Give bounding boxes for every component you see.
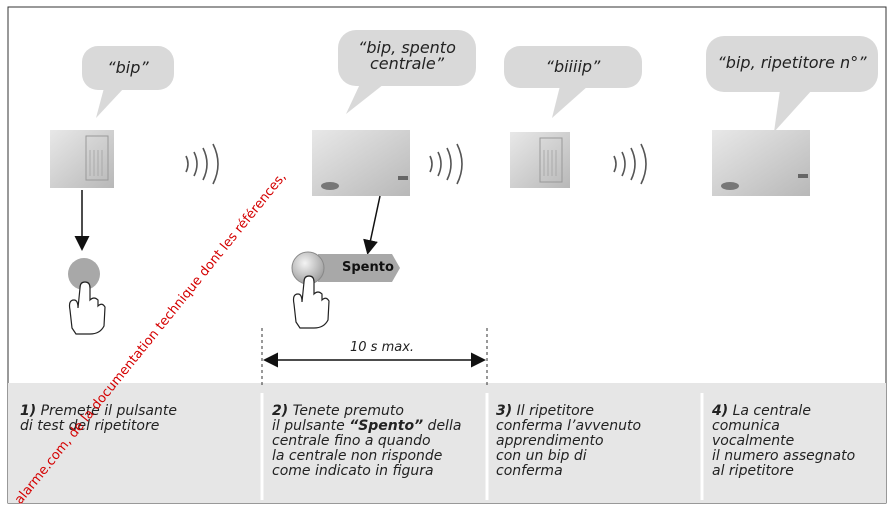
repeater-device-1 [50,130,114,188]
signal-waves-2 [429,143,463,185]
step-4-text: La centrale comunica vocalmente il numer… [712,403,856,479]
control-unit-device-2 [712,130,810,196]
signal-waves-3 [613,143,647,185]
step-3-number: 3) [496,403,513,419]
spento-label: Spento [342,260,394,275]
control-unit-device [312,130,410,196]
arrow-to-spento-button [363,195,381,255]
caption-band [8,383,886,503]
step-3-caption: 3) Il ripetitore conferma l’avvenuto app… [496,404,700,479]
bubble-text-2: “bip, spento centrale” [358,38,456,73]
step-2-text: Tenete premuto il pulsante [272,403,404,434]
step-4-caption: 4) La centrale comunica vocalmente il nu… [712,404,884,479]
speech-bubble-4 [706,36,878,132]
bubble-text-4: “bip, ripetitore n°” [717,53,867,72]
spento-button-label-tag [318,254,400,282]
test-button [68,258,100,290]
speech-bubble-1 [82,46,174,118]
step-3-text: Il ripetitore conferma l’avvenuto appren… [496,403,642,479]
repeater-device-2 [510,132,570,188]
step-4-number: 4) [712,403,729,419]
step-1-caption: 1) Premete il pulsante di test del ripet… [20,404,256,434]
signal-waves-1 [185,143,219,185]
step-1-number: 1) [20,403,37,419]
step-2-caption: 2) Tenete premuto il pulsante “Spento” d… [272,404,486,479]
step-2-bold: “Spento” [349,418,424,434]
finger-hand-icon-2 [292,275,330,329]
speech-bubble-2 [338,30,476,114]
bubble-text-1: “bip” [107,58,149,77]
step-2-text-2: della centrale fino a quando la centrale… [272,418,462,479]
duration-label: 10 s max. [350,340,415,355]
speech-bubble-3 [504,46,642,118]
bubble-text-3: “biiiip” [545,57,601,76]
step-2-number: 2) [272,403,289,419]
step-1-text: Premete il pulsante di test del ripetito… [20,403,177,434]
finger-hand-icon [68,281,106,335]
